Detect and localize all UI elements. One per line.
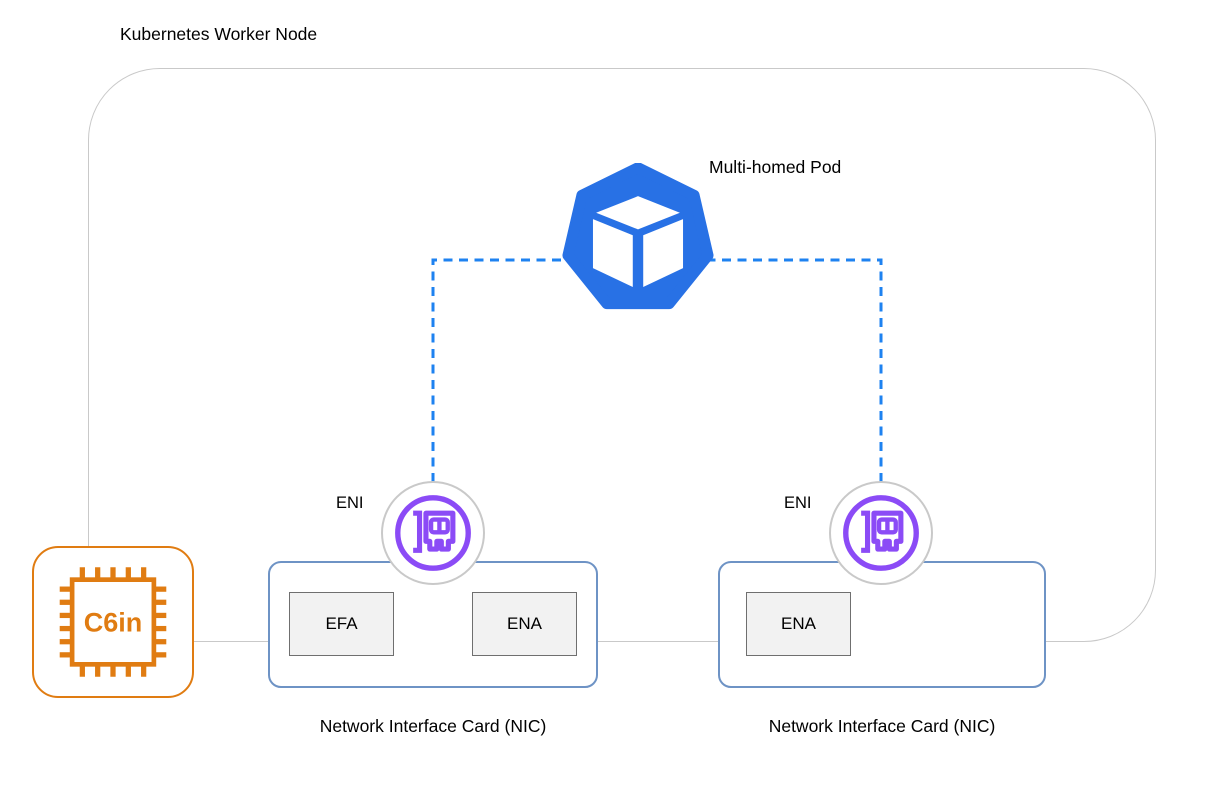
- pod-cube-left-face: [592, 219, 633, 288]
- eni-icon-ring: [395, 495, 471, 571]
- chip-pins-left: [59, 586, 73, 658]
- eni-icon-card: [423, 510, 456, 552]
- adapter-efa-label: EFA: [325, 614, 358, 633]
- kubernetes-pod-icon: [562, 163, 714, 310]
- eni-icon-ring: [843, 495, 919, 571]
- eni-icon-card: [871, 510, 904, 552]
- eni-icon-bracket: [861, 510, 871, 553]
- eni-icon-bracket: [413, 510, 423, 553]
- nic-caption-right: Network Interface Card (NIC): [768, 716, 996, 736]
- adapter-ena-label: ENA: [781, 614, 816, 633]
- chip-pins-bottom: [79, 664, 147, 677]
- eni-badge-right: [829, 481, 933, 585]
- adapter-efa: EFA: [289, 592, 394, 656]
- cpu-chip-icon: C6in: [59, 567, 167, 677]
- chip-pins-right: [153, 586, 167, 658]
- eni-badge-left: [381, 481, 485, 585]
- adapter-ena-left-nic: ENA: [472, 592, 577, 656]
- eni-label-right: ENI: [784, 494, 812, 512]
- pod-label: Multi-homed Pod: [709, 157, 842, 177]
- eni-label-left: ENI: [336, 494, 364, 512]
- diagram-title: Kubernetes Worker Node: [120, 24, 318, 44]
- instance-type-label: C6in: [84, 607, 143, 637]
- pod-cube-top-face: [596, 196, 680, 230]
- network-interface-card-icon: [843, 495, 919, 571]
- nic-caption-left: Network Interface Card (NIC): [319, 716, 547, 736]
- network-interface-card-icon: [395, 495, 471, 571]
- worker-node-boundary: [88, 68, 1156, 642]
- pod-cube-right-face: [643, 219, 684, 288]
- adapter-ena-right-nic: ENA: [746, 592, 851, 656]
- pod-heptagon: [562, 163, 714, 310]
- adapter-ena-label: ENA: [507, 614, 542, 633]
- ec2-instance-c6in: C6in: [32, 546, 194, 698]
- chip-pins-top: [79, 567, 147, 580]
